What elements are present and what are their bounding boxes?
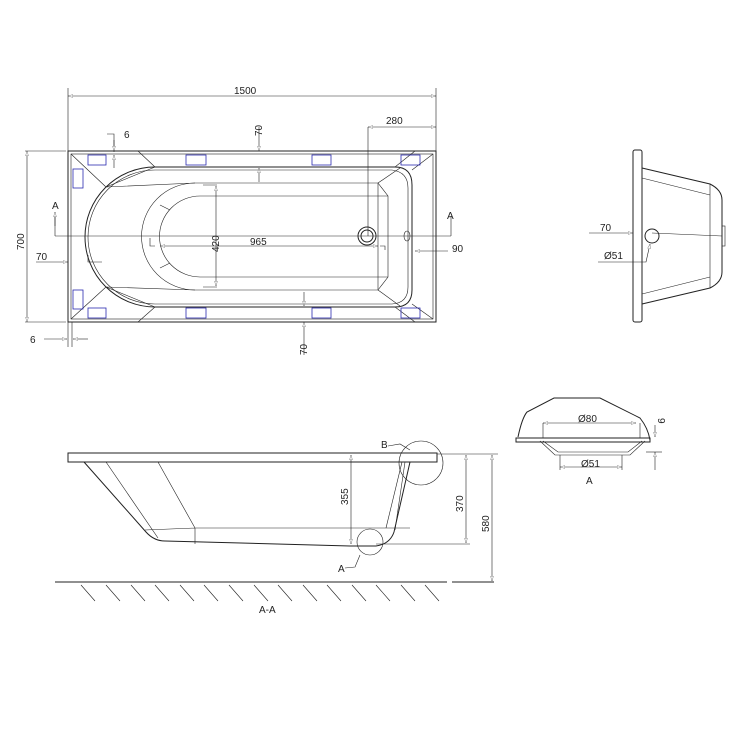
dim-rim-left: 70 bbox=[36, 252, 48, 263]
section-rim bbox=[67, 452, 438, 463]
dim-overflow-diameter: Ø51 bbox=[604, 251, 623, 262]
detail-a-circle bbox=[356, 528, 384, 556]
section-view: A B 355 370 580 A-A bbox=[55, 440, 498, 616]
dim-thickness: 9 bbox=[655, 418, 666, 424]
detail-label: A bbox=[586, 476, 593, 487]
tub-outline bbox=[67, 150, 437, 323]
dim-drain: 280 bbox=[386, 116, 403, 127]
dim-rim-bottom: 70 bbox=[299, 343, 310, 355]
dim-depth: 370 bbox=[455, 495, 466, 512]
support-pads bbox=[72, 154, 421, 319]
dim-side-rim: 70 bbox=[600, 223, 612, 234]
dim-inner-diameter: Ø51 bbox=[581, 459, 600, 470]
dim-total-height: 580 bbox=[481, 515, 492, 532]
dim-outer-diameter: Ø80 bbox=[578, 414, 597, 425]
section-mark: A bbox=[447, 211, 454, 222]
dim-length: 1500 bbox=[234, 86, 257, 97]
dim-edge-bottom: 6 bbox=[30, 335, 36, 346]
section-title: A-A bbox=[259, 605, 276, 616]
dim-edge-top: 6 bbox=[124, 130, 130, 141]
section-mark: A bbox=[52, 201, 59, 212]
overflow-icon bbox=[644, 228, 660, 244]
dim-width: 700 bbox=[16, 233, 27, 250]
dim-inner-depth: 355 bbox=[340, 488, 351, 505]
dim-rim-top: 70 bbox=[254, 124, 265, 136]
detail-view: Ø80 Ø51 A 9 bbox=[515, 397, 666, 487]
dim-inner-length: 965 bbox=[250, 237, 267, 248]
dim-overflow: 90 bbox=[452, 244, 464, 255]
floor-hatch bbox=[80, 584, 440, 602]
section-line-a-a bbox=[54, 216, 452, 237]
side-view: 70 Ø51 bbox=[589, 149, 726, 323]
top-view: A A 1500 280 700 70 70 70 90 6 6 965 bbox=[16, 86, 464, 355]
rim-inner-edge bbox=[84, 166, 413, 308]
side-flange bbox=[632, 149, 643, 323]
dim-inner-width: 420 bbox=[211, 235, 222, 252]
detail-b-circle bbox=[398, 440, 444, 486]
detail-b-label: B bbox=[381, 440, 388, 451]
detail-a-label: A bbox=[338, 564, 345, 575]
